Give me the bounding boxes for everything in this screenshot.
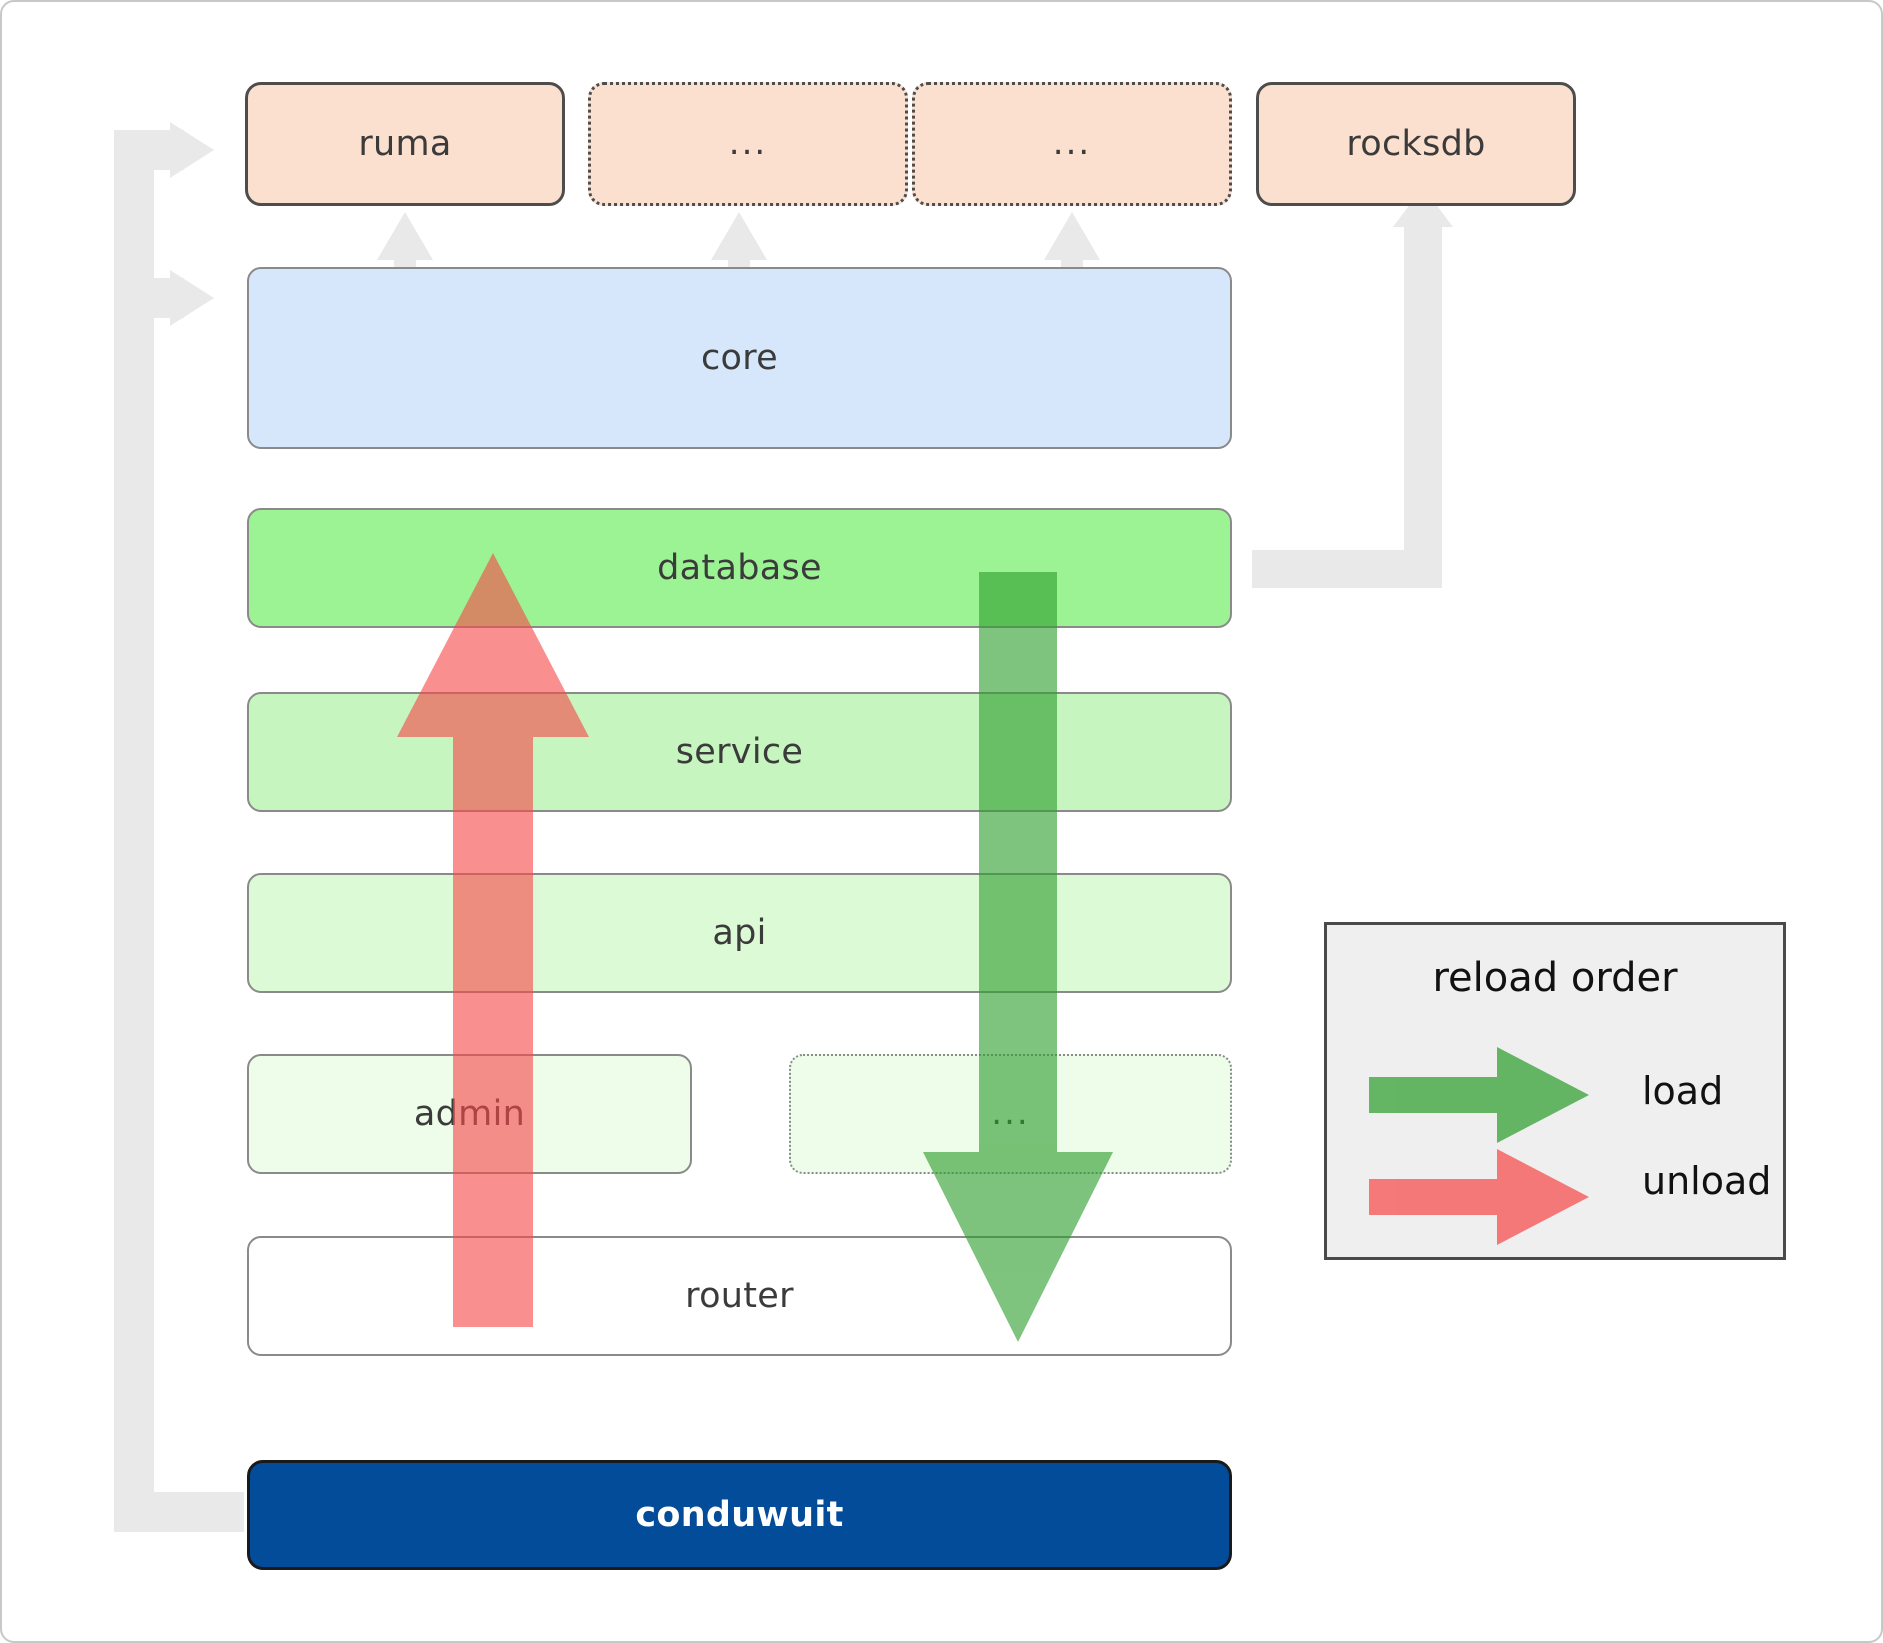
legend-title: reload order bbox=[1432, 955, 1678, 1001]
legend-panel: reload order load unload bbox=[1324, 922, 1786, 1260]
legend-item-load-label: load bbox=[1642, 1069, 1724, 1113]
node-dependency-ellipsis-1[interactable]: ... bbox=[588, 82, 908, 206]
node-api[interactable]: api bbox=[247, 873, 1232, 993]
legend-item-unload: unload bbox=[1327, 1151, 1783, 1221]
node-conduwuit[interactable]: conduwuit bbox=[247, 1460, 1232, 1570]
node-dependency-ellipsis-2[interactable]: ... bbox=[912, 82, 1232, 206]
legend-load-arrow-icon bbox=[1369, 1047, 1589, 1143]
node-router[interactable]: router bbox=[247, 1236, 1232, 1356]
legend-unload-arrow-icon bbox=[1369, 1149, 1589, 1245]
legend-item-load: load bbox=[1327, 1061, 1783, 1131]
load-arrow bbox=[923, 572, 1113, 1342]
legend-arrow-glyphs bbox=[1369, 1047, 1589, 1245]
node-core[interactable]: core bbox=[247, 267, 1232, 449]
unload-arrow bbox=[397, 553, 589, 1327]
legend-item-unload-label: unload bbox=[1642, 1159, 1772, 1203]
